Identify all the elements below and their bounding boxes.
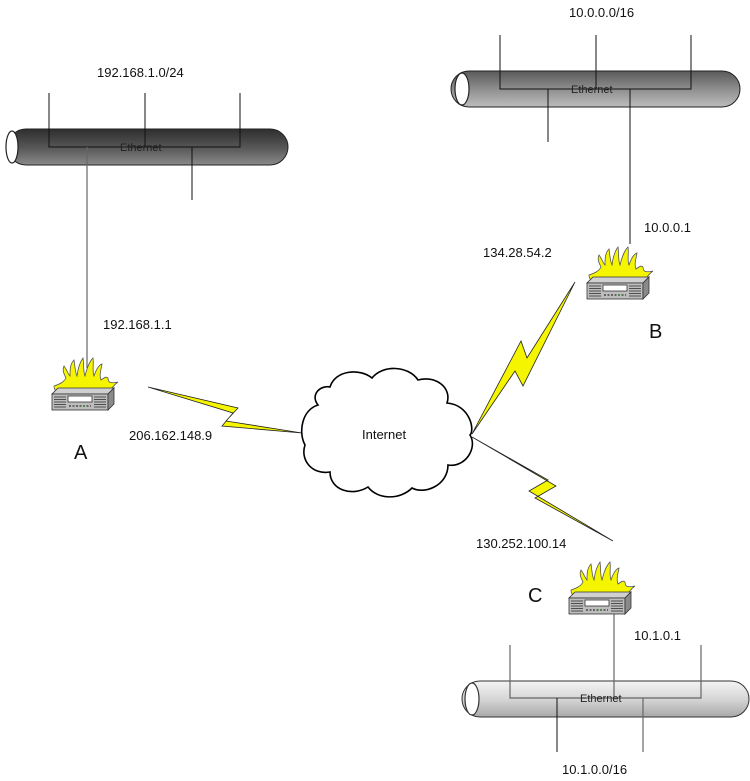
firewall-icon (568, 561, 636, 615)
firewall-icon (586, 246, 654, 300)
bus-line (509, 645, 702, 699)
lightning-bolt-icon (471, 281, 576, 435)
firewall-label-c: C (528, 585, 542, 607)
internal-ip-c: 10.1.0.1 (634, 628, 681, 643)
lightning-bolt-icon (147, 386, 303, 434)
cloud-icon (301, 367, 474, 498)
firewall-label-b: B (649, 321, 662, 343)
ethernet-segment-top-right: 10.0.0.0/16 Ethernet (450, 5, 741, 244)
lightning-bolt-icon (471, 436, 614, 542)
ethernet-segment-left: 192.168.1.0/24 Ethernet (5, 65, 289, 368)
ethernet-pipe-icon (461, 680, 750, 718)
firewall-label-a: A (74, 442, 88, 464)
internal-ip-a: 192.168.1.1 (103, 317, 172, 332)
external-ip-c: 130.252.100.14 (476, 536, 566, 551)
ethernet-segment-bottom-right: Ethernet 10.1.0.0/16 (461, 614, 750, 777)
subnet-label-left: 192.168.1.0/24 (97, 65, 184, 80)
external-ip-a: 206.162.148.9 (129, 428, 212, 443)
firewall-a[interactable]: 192.168.1.1 206.162.148.9 A (51, 317, 212, 464)
firewall-c[interactable]: 130.252.100.14 10.1.0.1 C (476, 536, 681, 643)
internet-cloud: Internet (301, 367, 474, 498)
segment-label-left: Ethernet (120, 142, 162, 154)
subnet-label-bottom-right: 10.1.0.0/16 (562, 762, 627, 777)
segment-label-bottom-right: Ethernet (580, 693, 622, 705)
external-ip-b: 134.28.54.2 (483, 245, 552, 260)
segment-label-top-right: Ethernet (571, 84, 613, 96)
internal-ip-b: 10.0.0.1 (644, 220, 691, 235)
subnet-label-top-right: 10.0.0.0/16 (569, 5, 634, 20)
cloud-label: Internet (362, 427, 406, 442)
firewall-b[interactable]: 10.0.0.1 134.28.54.2 B (483, 220, 691, 343)
firewall-icon (51, 357, 119, 411)
